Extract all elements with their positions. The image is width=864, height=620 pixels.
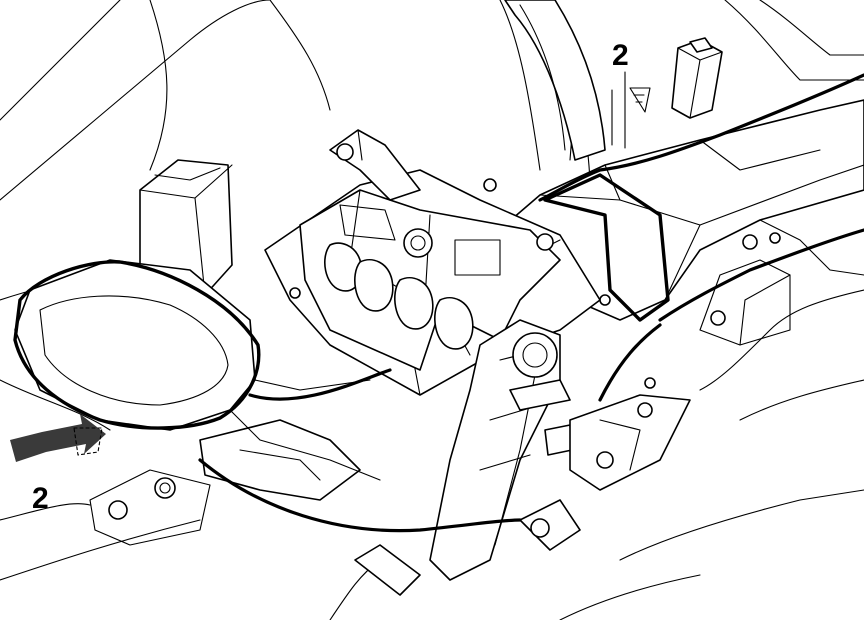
direction-arrow bbox=[10, 414, 106, 462]
duct-seal bbox=[538, 73, 864, 322]
roller-bracket bbox=[299, 189, 561, 371]
fasteners bbox=[289, 178, 781, 389]
callout-left: 2 bbox=[10, 414, 106, 515]
center-bolt bbox=[403, 228, 433, 258]
latch-box bbox=[139, 159, 233, 296]
callout-label-top: 2 bbox=[612, 39, 629, 72]
callout-top: 2 bbox=[611, 39, 651, 149]
routing-cable bbox=[198, 228, 864, 533]
upper-bracket bbox=[329, 129, 421, 201]
top-clip bbox=[671, 37, 723, 119]
rear-pillar bbox=[504, 0, 606, 161]
lower-bracket bbox=[519, 394, 691, 551]
floor-channel bbox=[89, 419, 421, 596]
front-outlet bbox=[13, 259, 381, 481]
callout-label-left: 2 bbox=[32, 482, 49, 515]
pivot-arm bbox=[429, 319, 573, 581]
